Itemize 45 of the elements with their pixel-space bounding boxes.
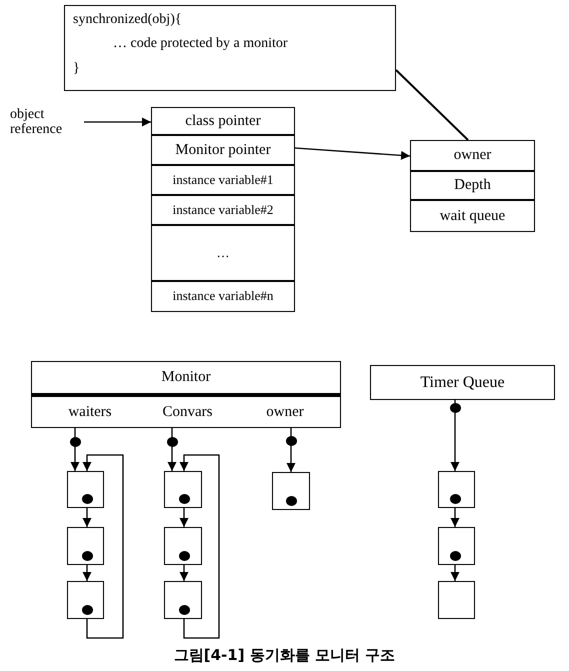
field-row-band [31,394,341,428]
record-field: … [151,225,295,281]
arrow [286,428,296,472]
arrow [180,565,188,581]
record-field: Depth [410,171,535,200]
list-node-box [438,471,475,508]
arrow [180,508,188,527]
arrow [294,147,410,160]
arrow [168,428,176,471]
arrow [180,454,220,639]
list-node-box [164,471,202,508]
header-band: Timer Queue [370,365,555,400]
record-field: instance variable#n [151,281,295,312]
record-field: Monitor pointer [151,135,295,165]
list-node-box [67,527,104,565]
arrow [82,454,124,639]
record-field: wait queue [410,200,535,232]
record-field: class pointer [151,107,295,135]
code-line: synchronized(obj){ [73,12,183,28]
field-label: owner [235,397,335,427]
list-node-box [438,581,475,619]
list-node-box [438,527,475,565]
arrow [70,428,80,471]
arrow [450,400,460,471]
code-line: } [73,60,81,76]
caption: 그림[4-1] 동기화를 모니터 구조 [172,646,396,665]
callout-text: object reference [10,104,84,140]
arrow [82,508,92,527]
field-label: Convars [140,397,235,427]
code-line: … code protected by a monitor [112,36,289,52]
field-label: waiters [40,397,140,427]
list-node-box [67,471,104,508]
code-block-box [64,5,396,91]
list-node-box [164,527,202,565]
list-node-box [67,581,104,619]
header-band: Monitor [31,361,341,394]
arrow [450,508,460,527]
arrow [84,118,151,126]
record-field: instance variable#1 [151,165,295,195]
arrow [82,565,92,581]
list-node-box [164,581,202,619]
list-node-box [272,472,310,510]
arrow [450,565,460,581]
record-field: owner [410,140,535,171]
record-field: instance variable#2 [151,195,295,225]
